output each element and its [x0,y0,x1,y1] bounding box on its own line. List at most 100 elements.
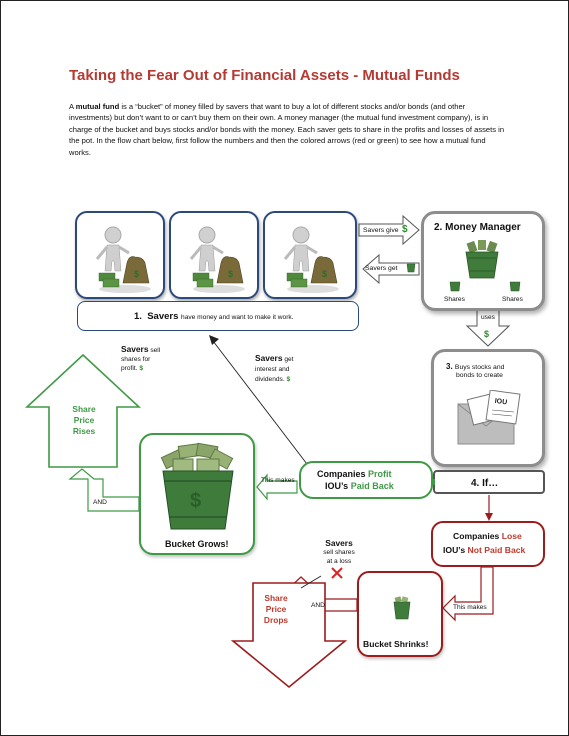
not-paid-back-word: Not Paid Back [467,545,526,555]
savers-caption-box: 1. Savers have money and want to make it… [77,301,359,331]
savers-interest-line2: interest and [255,366,290,373]
savers-get-arrow [362,253,420,285]
profit-companies: Companies [317,469,366,479]
savers-label: Savers [147,311,179,322]
this-makes-red-arrow [442,566,494,622]
money-bucket-icon: $ [160,442,234,530]
lose-line1: Companies Lose [453,531,522,541]
step3-box: 3. Buys stocks and bonds to create IOU [431,349,545,467]
share-price-drops-label: Share Price Drops [261,593,291,626]
profit-line1: Companies Profit [317,469,392,479]
step3-number: 3. [446,362,453,371]
loss-arrow-line [300,575,322,589]
saver-box-2: $ [169,211,259,299]
money-manager-label: 2. Money Manager [434,222,521,233]
savers-loss-bold: Savers [325,538,353,548]
lose-connector-head [485,513,493,521]
intro-term: mutual fund [75,102,120,111]
step3-line1: Buys stocks and [454,364,505,371]
shares-left-label: Shares [444,296,465,303]
step3-line2: bonds to create [456,372,503,379]
bucket-grows-label: Bucket Grows! [165,539,229,549]
interest-arrow-head [209,335,219,345]
savers-caption: 1. Savers have money and want to make it… [134,311,294,322]
dollar-icon: $ [402,224,408,235]
dollar-icon: $ [286,376,291,383]
lose-companies: Companies [453,531,500,541]
money-bucket-icon [509,281,521,292]
drops-word-share: Share [264,593,288,603]
savers-sell-profit-text: Savers sell shares for profit. $ [121,345,160,373]
dollar-icon: $ [484,329,490,339]
intro-lead: A [69,102,76,111]
profit-connector [433,479,435,485]
drops-word-price: Price [265,604,287,614]
bucket-shrinks-label: Bucket Shrinks! [363,639,429,649]
person-with-money-bag-icon: $ [283,226,339,293]
iou-label: IOU [494,398,507,407]
interest-arrow-line [212,340,324,486]
savers-loss-line2: at a loss [326,558,352,565]
page-title: Taking the Fear Out of Financial Assets … [69,67,460,84]
x-mark-icon [331,567,343,579]
savers-get-interest-text: Savers get interest and dividends. $ [255,353,294,385]
money-bucket-icon [393,596,411,620]
savers-description: have money and want to make it work. [181,314,294,321]
and-red-label: AND [311,602,325,609]
bucket-shrinks-box: Bucket Shrinks! [357,571,443,657]
savers-interest-line1: get [284,356,294,363]
savers-interest-bold: Savers [255,353,283,363]
money-manager-box: 2. Money Manager Shares Shares [421,211,545,311]
savers-interest-line3: dividends. [255,376,285,383]
savers-get-label: Savers get [365,265,398,272]
this-makes-red-label: This makes [453,604,487,611]
bucket-dollar-sign: $ [190,490,201,512]
rises-word-rises: Rises [72,426,96,436]
lose-word: Lose [501,531,522,541]
lose-ious: IOU’s [443,545,466,555]
saver-box-1: $ [75,211,165,299]
savers-sell-line2: shares for [121,356,151,363]
this-makes-green-label: This makes [261,477,295,484]
svg-text:$: $ [228,269,233,279]
companies-lose-box: Companies Lose IOU’s Not Paid Back [431,521,545,567]
money-bucket-icon [449,281,461,292]
uses-arrow [465,307,511,347]
profit-word: Profit [368,469,392,479]
profit-ious: IOU’s [325,481,349,491]
share-price-rises-label: Share Price Rises [71,404,97,437]
lose-line2: IOU’s Not Paid Back [443,545,525,555]
step3-text: 3. Buys stocks and [446,362,504,371]
bucket-grows-box: $ Bucket Grows! [139,433,255,555]
profit-line2: IOU’s Paid Back [325,481,394,491]
savers-step-number: 1. [134,311,142,322]
bond-document-icon: IOU [457,390,521,445]
dollar-icon: $ [139,365,144,372]
intro-text: is a “bucket” of money filled by savers … [69,102,505,157]
person-with-money-bag-icon: $ [189,226,245,293]
intro-paragraph: A mutual fund is a “bucket” of money fil… [69,101,509,158]
rises-word-price: Price [73,415,95,425]
svg-text:$: $ [322,269,327,279]
money-bucket-icon [465,240,499,279]
step4-box: 4. If… [433,470,545,494]
and-green-path [68,468,140,512]
share-price-drops-arrow [230,582,348,689]
savers-give-label: Savers give [363,227,399,234]
person-with-money-bag-icon: $ [95,226,151,293]
savers-sell-line1: sell [150,347,161,354]
savers-sell-loss-text: Savers sell shares at a loss [317,539,361,566]
companies-profit-box: Companies Profit IOU’s Paid Back [299,461,433,499]
this-makes-green-arrow [256,473,298,501]
shares-right-label: Shares [502,296,523,303]
savers-give-arrow [358,214,420,246]
savers-sell-line3: profit. [121,365,138,372]
share-price-rises-arrow [24,353,142,468]
paid-back-word: Paid Back [350,481,394,491]
savers-loss-line1: sell shares [323,549,355,556]
step4-label: 4. If… [471,478,499,489]
savers-sell-bold: Savers [121,344,149,354]
money-bucket-icon [406,263,416,273]
